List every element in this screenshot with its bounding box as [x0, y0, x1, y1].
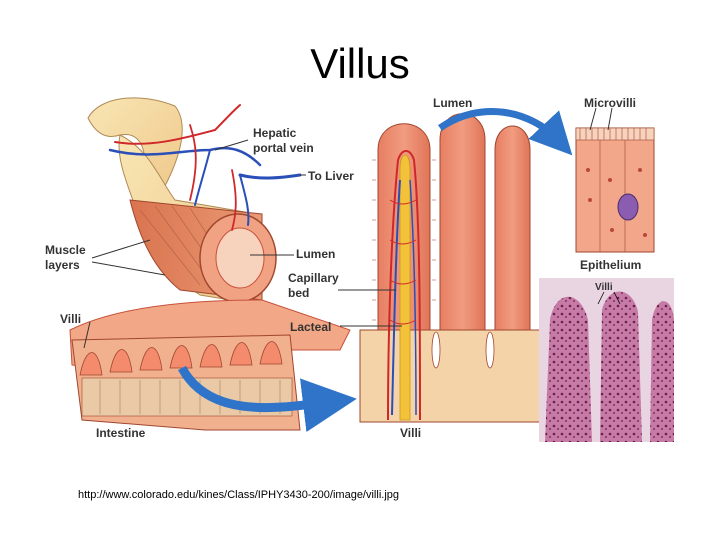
leader-lines — [83, 107, 613, 349]
label-microvilli: Microvilli — [584, 96, 637, 110]
label-epithelium: Epithelium — [580, 258, 642, 272]
villus-illustration — [359, 113, 541, 423]
zoom-arrow-left — [178, 365, 357, 433]
label-muscle-layers: Muscle layers — [45, 243, 86, 272]
label-villi-micrograph: Villi — [595, 282, 613, 293]
label-capillary-bed: Capillary bed — [288, 271, 339, 300]
label-villi-left: Villi — [60, 312, 82, 326]
epithelium-illustration — [575, 127, 655, 253]
label-lumen-left: Lumen — [296, 247, 336, 261]
label-lumen-top: Lumen — [433, 96, 473, 110]
slide-title: Villus — [310, 40, 410, 87]
hepatic-portal-vessels — [108, 104, 302, 231]
zoom-arrow-top — [437, 107, 573, 156]
label-hepatic-portal-vein: Hepatic portal vein — [253, 126, 314, 155]
label-to-liver: To Liver — [308, 169, 354, 183]
label-intestine: Intestine — [96, 426, 146, 440]
source-url: http://www.colorado.edu/kines/Class/IPHY… — [78, 489, 399, 501]
label-villi-center: Villi — [400, 426, 422, 440]
villi-micrograph — [539, 278, 674, 442]
label-lacteal: Lacteal — [290, 320, 332, 334]
